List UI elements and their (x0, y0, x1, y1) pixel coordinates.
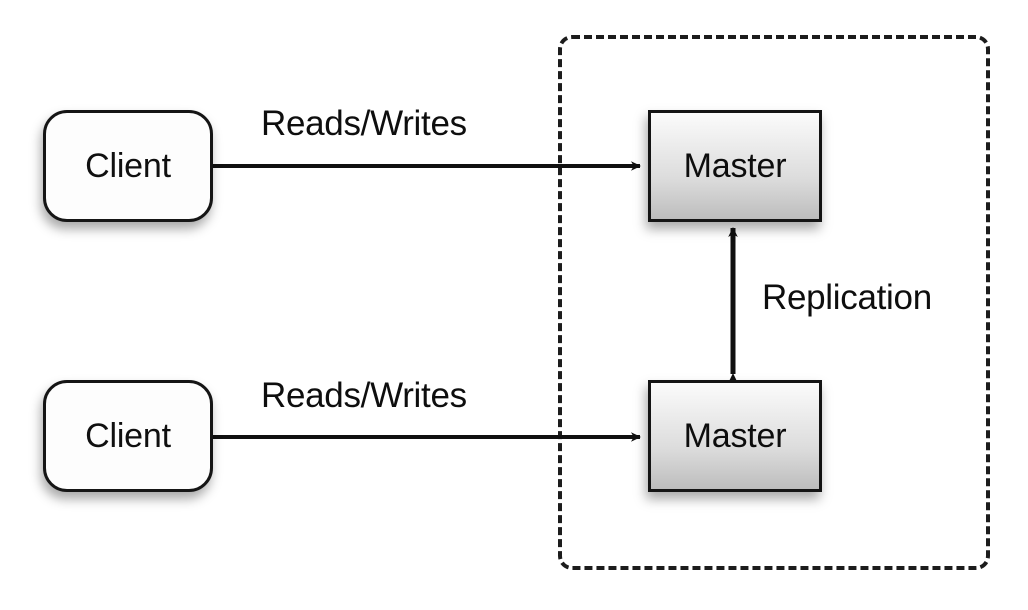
master-node-2-label: Master (683, 417, 787, 455)
master-node-1[interactable]: Master (648, 110, 822, 222)
master-node-1-label: Master (683, 147, 787, 185)
edge-label-reads-writes-1: Reads/Writes (261, 104, 467, 143)
edge-label-replication: Replication (762, 278, 932, 317)
client-node-1-label: Client (85, 147, 171, 185)
edge-label-reads-writes-2: Reads/Writes (261, 376, 467, 415)
client-node-2[interactable]: Client (43, 380, 213, 492)
master-node-2[interactable]: Master (648, 380, 822, 492)
client-node-2-label: Client (85, 417, 171, 455)
cluster-boundary (558, 35, 990, 570)
client-node-1[interactable]: Client (43, 110, 213, 222)
